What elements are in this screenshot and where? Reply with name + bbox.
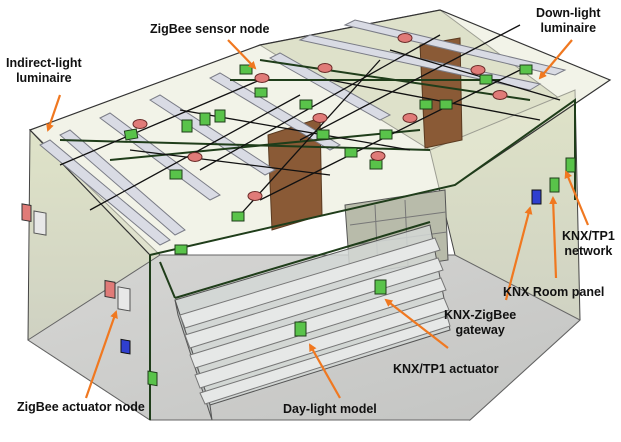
sensor-nodes — [132, 33, 508, 201]
label-line: network — [564, 244, 613, 258]
label-indirect-light-luminaire: Indirect-light luminaire — [6, 56, 82, 86]
label-knx-room-panel: KNX Room panel — [503, 285, 605, 299]
gateway-left — [120, 338, 158, 387]
callout-arrows — [46, 39, 590, 399]
zigbee-actuator-left-upper — [21, 203, 47, 236]
label-day-light-model: Day-light model — [283, 402, 377, 416]
label-line: luminaire — [540, 21, 597, 35]
label-down-light-luminaire: Down-light luminaire — [536, 6, 601, 36]
label-line: Down-light — [536, 6, 601, 20]
label-knx-zigbee-gateway: KNX-ZigBee gateway — [444, 308, 516, 338]
label-line: gateway — [455, 323, 505, 337]
zigbee-nodes — [123, 64, 533, 255]
label-line: KNX-ZigBee — [444, 308, 517, 322]
label-line: KNX/TP1 — [562, 229, 615, 243]
label-knx-tp1-actuator: KNX/TP1 actuator — [393, 362, 499, 376]
knx-zigbee-gateway-device — [531, 189, 542, 205]
knx-tp1-network-device — [565, 157, 576, 173]
label-line: Indirect-light — [6, 56, 82, 70]
zigbee-actuator-node — [104, 279, 131, 312]
label-zigbee-actuator-node: ZigBee actuator node — [17, 400, 145, 414]
knx-tp1-actuator-device — [294, 279, 387, 337]
label-line: luminaire — [16, 71, 72, 85]
label-zigbee-sensor-node: ZigBee sensor node — [150, 22, 270, 36]
knx-room-panel-device — [549, 177, 560, 193]
label-knx-tp1-network: KNX/TP1 network — [562, 229, 615, 259]
